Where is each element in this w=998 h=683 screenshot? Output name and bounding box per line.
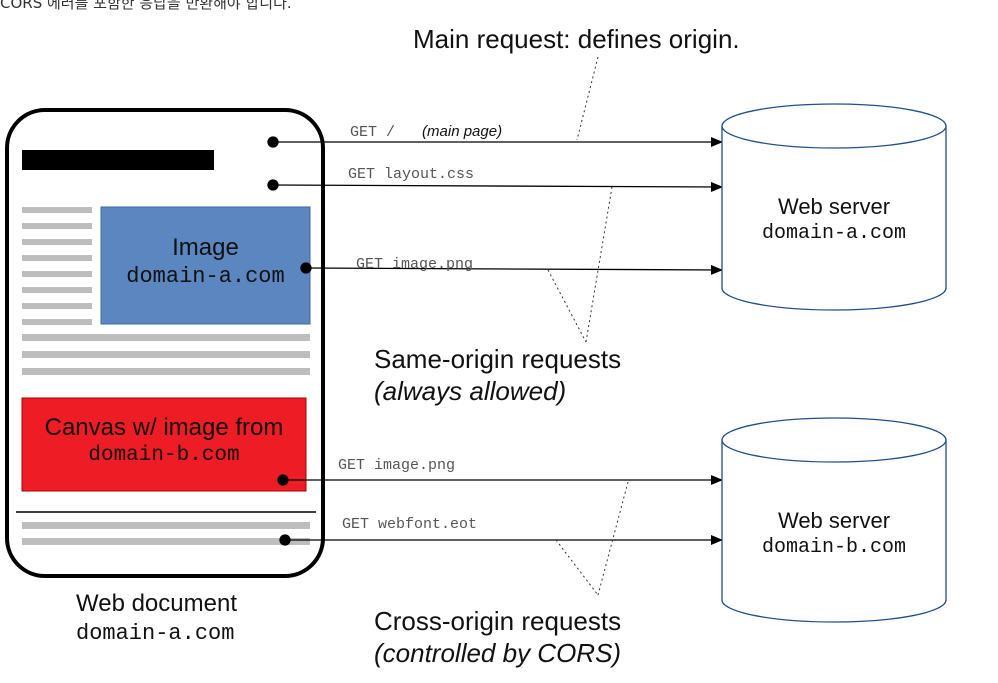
request-label-webfont: GET webfont.eot bbox=[342, 516, 478, 533]
server-b-domain: domain-b.com bbox=[761, 536, 907, 559]
doc-text-lines-full bbox=[22, 334, 310, 375]
server-b-cylinder bbox=[721, 417, 947, 623]
cross-origin-title: Cross-origin requests bbox=[374, 606, 622, 636]
canvas-domain: domain-b.com bbox=[88, 444, 240, 467]
request-0-path: GET / bbox=[350, 124, 396, 141]
image-box bbox=[100, 206, 311, 325]
callout-lines bbox=[547, 56, 629, 596]
cross-origin-note: (controlled by CORS) bbox=[374, 638, 622, 668]
doc-header-bar bbox=[22, 150, 214, 170]
same-origin-title: Same-origin requests bbox=[374, 344, 622, 374]
request-0-note: (main page) bbox=[422, 123, 503, 140]
web-document-domain: domain-a.com bbox=[76, 621, 235, 646]
main-request-label: Main request: defines origin. bbox=[413, 24, 740, 54]
caption-fragment: CORS 에러를 포함한 응답을 반환해야 합니다. bbox=[0, 0, 292, 12]
server-b-label: Web server domain-b.com bbox=[719, 508, 949, 559]
same-origin-note: (always allowed) bbox=[374, 376, 567, 406]
doc-text-lines-bottom bbox=[22, 522, 310, 545]
image-title: Image bbox=[172, 234, 239, 261]
request-label-main: GET / (main page) bbox=[350, 123, 502, 141]
image-domain: domain-a.com bbox=[126, 264, 285, 289]
image-box-label: Image domain-a.com bbox=[101, 234, 310, 289]
canvas-box bbox=[21, 397, 307, 492]
server-a-title: Web server bbox=[777, 194, 891, 219]
request-label-image-b: GET image.png bbox=[338, 457, 456, 474]
web-document-title: Web document bbox=[76, 590, 237, 617]
request-arrows bbox=[267, 136, 723, 546]
request-label-image-a: GET image.png bbox=[356, 256, 474, 273]
canvas-title: Canvas w/ image from bbox=[44, 414, 284, 441]
server-a-domain: domain-a.com bbox=[761, 222, 907, 245]
server-a-cylinder bbox=[721, 103, 947, 311]
server-a-label: Web server domain-a.com bbox=[719, 194, 949, 245]
request-label-layout: GET layout.css bbox=[348, 166, 475, 183]
doc-text-lines-short bbox=[22, 207, 92, 325]
server-b-title: Web server bbox=[777, 508, 891, 533]
canvas-box-label: Canvas w/ image from domain-b.com bbox=[22, 414, 306, 467]
web-document-outline bbox=[5, 108, 325, 578]
